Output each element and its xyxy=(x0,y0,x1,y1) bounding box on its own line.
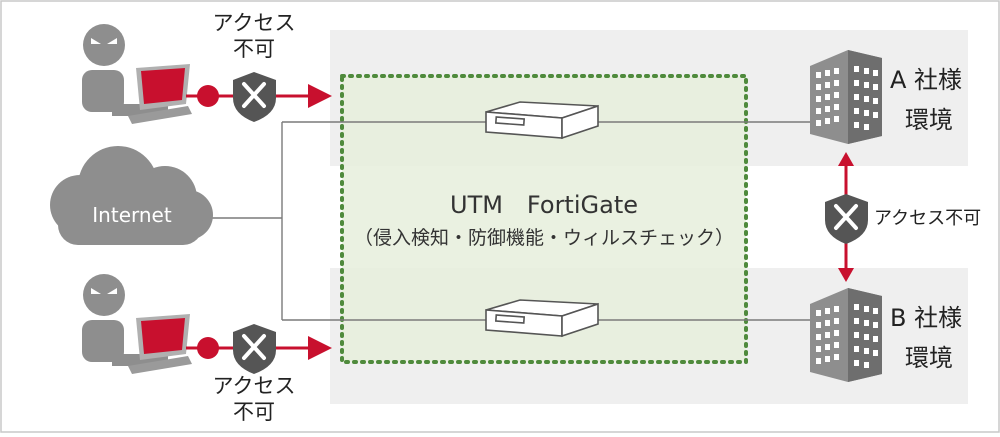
company-a-label-line2: 環境 xyxy=(905,106,953,134)
company-a-label-line1: A 社様 xyxy=(890,66,962,94)
company-b-label-line2: 環境 xyxy=(905,344,953,372)
utm-zone-border xyxy=(340,74,748,364)
building-a-icon xyxy=(810,50,882,144)
company-b-label-line1: B 社様 xyxy=(890,304,962,332)
utm-title: UTM FortiGate xyxy=(450,191,638,219)
access-denied-bottom-line1: アクセス xyxy=(213,374,296,398)
internet-label: Internet xyxy=(92,203,172,227)
attacker-bottom-icon xyxy=(82,274,192,374)
utm-appliance-bottom-icon xyxy=(485,299,599,338)
attack-point-bottom xyxy=(197,337,219,359)
utm-appliance-top-icon xyxy=(485,101,599,140)
utm-subtitle: （侵入検知・防御機能・ウィルスチェック） xyxy=(354,227,734,249)
internet-cloud xyxy=(50,146,213,245)
shield-block-bottom-icon xyxy=(233,324,276,374)
access-denied-bottom-line2: 不可 xyxy=(233,400,275,424)
network-lines xyxy=(210,121,810,321)
shield-block-right-icon xyxy=(825,194,868,244)
shield-block-top-icon xyxy=(233,72,276,122)
building-b-icon xyxy=(810,288,882,382)
attacker-top-icon xyxy=(82,24,192,124)
access-denied-top-line2: 不可 xyxy=(233,37,275,61)
access-denied-top-line1: アクセス xyxy=(213,11,296,35)
attack-point-top xyxy=(197,85,219,107)
access-denied-right: アクセス不可 xyxy=(874,208,981,229)
